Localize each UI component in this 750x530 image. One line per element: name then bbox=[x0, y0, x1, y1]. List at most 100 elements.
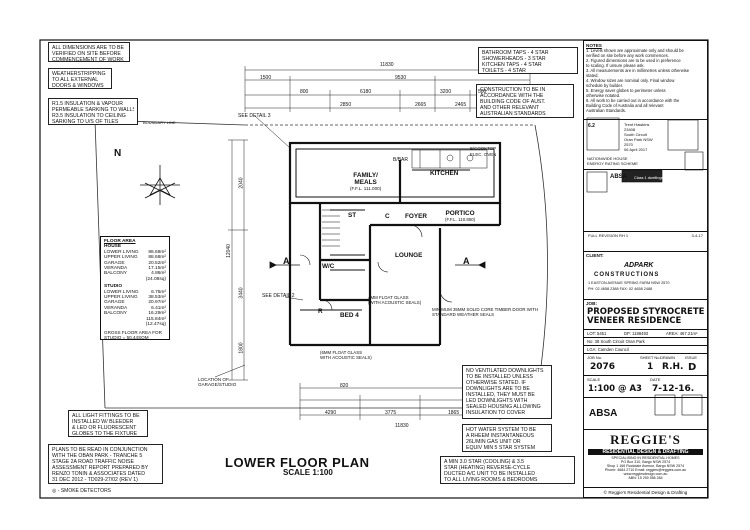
date-value: 7-12-16. bbox=[652, 384, 695, 394]
note-line: WITH THE OBAN PARK - TRANCHE 5 bbox=[52, 453, 143, 459]
door-swings bbox=[299, 224, 453, 311]
north-label: N bbox=[114, 148, 122, 159]
absa-class: Class 1 dwellings bbox=[634, 176, 664, 180]
floor-area-row-label: GARAGE bbox=[104, 260, 125, 266]
reggies-logo: REGGIE'S bbox=[610, 432, 681, 447]
floor-area-row-value: 88.68m² bbox=[148, 249, 166, 255]
note-dimensions: ALL DIMENSIONS ARE TO BE VERIFIED ON SIT… bbox=[48, 42, 130, 63]
copyright-row: © Reggie's Residential Design & Drafting bbox=[584, 487, 707, 498]
scale-value: 1:100 @ A3 bbox=[588, 384, 642, 394]
note-line: TO ALL LIVING ROOMS & BEDROOMS bbox=[444, 477, 538, 483]
plan-scale: SCALE 1:100 bbox=[283, 468, 333, 477]
job-title-line2: VENEER RESIDENCE bbox=[587, 316, 682, 326]
note-item: 1. Levels shown are approximate only and… bbox=[586, 48, 684, 54]
room-portico-label: PORTICO bbox=[445, 210, 475, 217]
cert-line: 06 April 2017 bbox=[624, 147, 648, 152]
dim-top: 3200 bbox=[440, 89, 452, 95]
note-line: TOILETS - 4 STAR bbox=[482, 68, 526, 74]
nathers-logo-text: NATIONWIDE HOUSE ENERGY RATING SCHEME bbox=[587, 156, 638, 167]
note-line: EQUIV MIN 5 STAR SYSTEM bbox=[466, 445, 536, 451]
note-line: 26L/MIN GAS UNIT OR bbox=[466, 439, 521, 445]
floor-area-row-value: 17.15m² bbox=[148, 266, 166, 272]
sheet-label: SHEET No. bbox=[640, 355, 661, 360]
dim-bottom: 1865 bbox=[448, 410, 460, 416]
garage-location: LOCATION OF GARAGE/STUDIO bbox=[198, 377, 236, 387]
drawn-label: DRAWN bbox=[660, 355, 675, 360]
floor-area-heading: FLOOR AREA bbox=[104, 239, 136, 244]
dim-top: 2665 bbox=[415, 102, 427, 108]
note-line: BATHROOM TAPS - 4 STAR bbox=[482, 50, 549, 56]
inner-walls bbox=[295, 148, 495, 311]
floor-area-row-label: BALCONY bbox=[104, 271, 127, 277]
garage-location-line2: GARAGE/STUDIO bbox=[198, 382, 237, 387]
client-label: CLIENT: bbox=[586, 253, 604, 258]
note-line: OTHERWISE STATED. IF bbox=[466, 380, 526, 386]
timber-door-note: MINIMUM 35mm SOLID CORE TIMBER DOOR WITH… bbox=[432, 307, 538, 317]
room-wc: W/C bbox=[322, 263, 335, 270]
cert-line: Trent Hawkins bbox=[624, 122, 650, 127]
note-line: HOT WATER SYSTEM TO BE bbox=[466, 427, 537, 433]
date-label: DATE bbox=[650, 377, 661, 382]
floor-area-row-label: VERANDA bbox=[104, 305, 128, 311]
note-line: INSTALLED, THEY MUST BE bbox=[466, 392, 535, 398]
job-label: JOB: bbox=[586, 301, 597, 306]
nathers-name: NATIONWIDE HOUSE bbox=[587, 156, 628, 161]
floor-area-row-label: LOWER LIVING bbox=[104, 249, 139, 255]
smoke-legend-text: - SMOKE DETECTORS bbox=[57, 488, 112, 494]
job-no: 2076 bbox=[590, 362, 616, 372]
gross-area-line: GROSS FLOOR AREA FOR bbox=[104, 330, 162, 335]
floor-area-studio-total: (12.47sq) bbox=[145, 322, 166, 328]
client-logo: ADPARK bbox=[624, 262, 654, 269]
floor-area-studio-sum: 115.84m² bbox=[146, 316, 166, 322]
note-line: DOWNLIGHTS ARE TO BE bbox=[466, 386, 530, 392]
note-line: A MIN 3.0 STAR (COOLING) & 3.5 bbox=[444, 459, 525, 465]
sheet-no: 1 bbox=[647, 362, 654, 372]
dim-top: 2850 bbox=[340, 102, 352, 108]
oven-label: ELEC. OVEN bbox=[470, 152, 497, 157]
cooktop-label: E/COOKTOP bbox=[470, 146, 497, 151]
note-plans: PLANS TO BE READ IN CONJUNCTION WITH THE… bbox=[48, 444, 163, 484]
smoke-legend: ◎ - SMOKE DETECTORS bbox=[52, 488, 111, 494]
float-glass-1-line: 4mm FLOAT GLASS bbox=[368, 295, 409, 300]
floor-area-row-label: UPPER LIVING bbox=[104, 295, 138, 301]
note-item: otherwise notated. bbox=[586, 93, 621, 99]
dim-top: 6180 bbox=[360, 89, 372, 95]
note-line: SEALED HOUSING ALLOWING bbox=[466, 404, 541, 410]
note-line: SARKING TO U/S OF TILES bbox=[52, 119, 119, 125]
absa-logo-bottom: ABSA bbox=[589, 408, 618, 419]
notes-list: 1. Levels shown are approximate only and… bbox=[586, 48, 706, 113]
gross-area-studio: STUDIO = 50.44sqm bbox=[104, 335, 149, 341]
timber-door-line2: STANDARD WEATHER SEALS bbox=[432, 312, 495, 317]
floor-area-row-label: GARAGE bbox=[104, 300, 125, 306]
floor-area-row-label: VERANDA bbox=[104, 266, 128, 272]
cert-line: South Circuit bbox=[624, 132, 647, 137]
note-line: DOORS & WINDOWS bbox=[52, 83, 104, 89]
scale-date-row: SCALE 1:100 @ A3 DATE 7-12-16. bbox=[584, 375, 707, 397]
issue-label: ISSUE bbox=[685, 355, 698, 360]
dim-top: 2465 bbox=[455, 102, 467, 108]
reggies-tag: SPECIALISING IN RESIDENTIAL HOMES bbox=[611, 456, 680, 460]
floor-area-row-value: 16.29m² bbox=[148, 311, 166, 317]
dim-side: 2040 bbox=[238, 177, 245, 189]
note-line: LED DOWNLIGHTS WITH bbox=[466, 398, 528, 404]
council-row: LGA: Camden Council bbox=[584, 345, 707, 353]
floor-area-row-value: 20.97m² bbox=[148, 300, 166, 306]
float-glass-1-sub: (WITH ACOUSTIC SEALS) bbox=[368, 300, 422, 305]
float-glass-2-sub: WITH ACOUSTIC SEALS) bbox=[320, 355, 372, 360]
note-line: AND OTHER RELEVANT bbox=[480, 105, 539, 111]
job-number-row: JOB No. 2076 SHEET No. 1 DRAWN R.H. ISSU… bbox=[584, 353, 707, 375]
note-item: stated. bbox=[586, 73, 599, 79]
bbar-label: B/BAR bbox=[393, 157, 409, 163]
room-family-level: (F.F.L. 111.000) bbox=[350, 186, 382, 191]
note-line: PERMEABLE SARKING TO WALLS bbox=[52, 107, 134, 113]
reggies-abn: ABN: 15 290 556 284 bbox=[628, 476, 663, 480]
certificate-details: Trent Hawkins 23408 South Circuit Oran P… bbox=[624, 122, 653, 152]
floor-area-row-value: 6.75m² bbox=[151, 289, 166, 295]
floor-area-row: LOWER LIVING 88.68m² bbox=[104, 250, 166, 255]
note-line: STAGE 2A ROAD TRAFFIC NOISE bbox=[52, 459, 134, 465]
reggies-shop: Shop 1 166 Rockdale Avenue, Bargo NSW 25… bbox=[606, 464, 685, 468]
kitchen-bench bbox=[411, 149, 488, 169]
